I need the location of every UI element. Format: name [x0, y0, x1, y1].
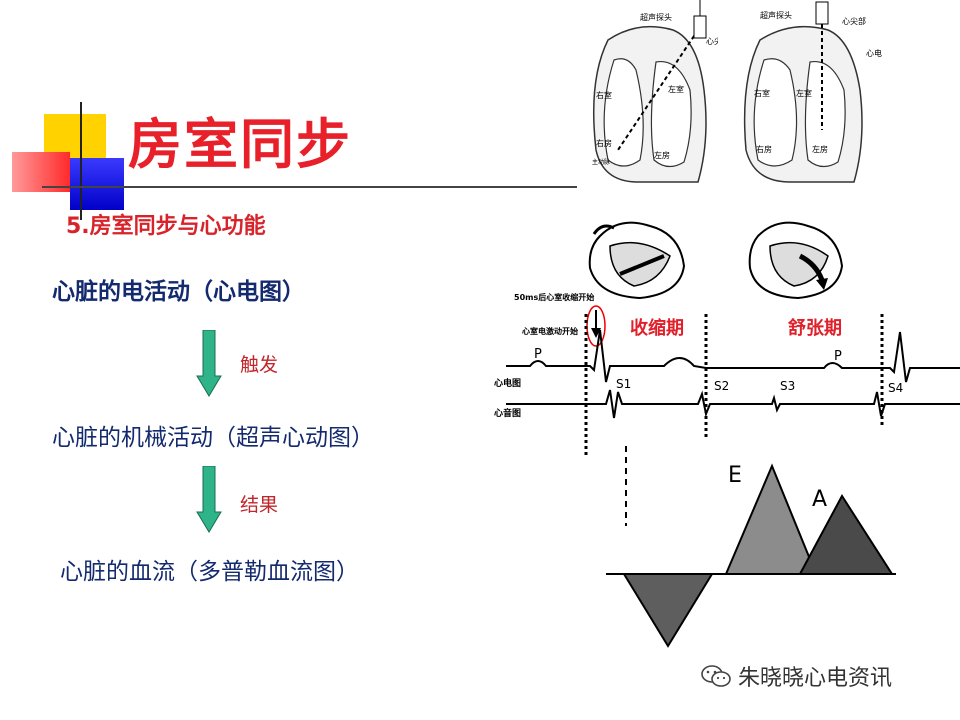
pcg-trace — [506, 389, 960, 419]
label-s1: S1 — [616, 377, 631, 391]
ecg-pcg-panel: 50ms后心室收缩开始 心室电激动开始 收缩期 舒张期 P P S1 S2 S3… — [494, 292, 960, 458]
label-lv: 左室 — [796, 88, 812, 98]
label-ra: 右房 — [756, 144, 772, 154]
doppler-flow-diagram: E A — [606, 446, 896, 648]
label-probe: 超声探头 — [760, 10, 792, 20]
title-underline — [42, 186, 577, 188]
label-lv: 左室 — [668, 84, 684, 94]
arrow-label-trigger: 触发 — [240, 354, 279, 376]
label-p-wave-2: P — [834, 349, 842, 364]
annotation-systole-start: 50ms后心室收缩开始 — [514, 292, 594, 302]
row-label-ecg: 心电图 — [494, 377, 521, 389]
label-ra: 右房 — [596, 138, 612, 148]
down-arrow-icon — [196, 466, 222, 533]
title-deco-vertical-line — [80, 102, 82, 220]
label-diastole: 舒张期 — [788, 317, 842, 339]
wechat-icon — [701, 665, 731, 687]
heart-illustration-systole — [588, 221, 686, 300]
ecg-trace — [506, 329, 960, 383]
label-rv: 右室 — [596, 90, 612, 100]
label-e-wave: E — [728, 463, 742, 488]
watermark: 朱晓晓心电资讯 — [700, 660, 892, 692]
label-systole: 收缩期 — [630, 317, 684, 339]
flow-item-bloodflow: 心脏的血流（多普勒血流图） — [60, 559, 359, 585]
down-arrow-icon — [196, 330, 222, 397]
slide-title: 房室同步 — [128, 113, 352, 176]
title-deco-blue-block — [70, 158, 124, 210]
slide-subtitle: 5.房室同步与心功能 — [66, 214, 266, 239]
label-s2: S2 — [714, 379, 729, 393]
title-deco-red-block — [12, 152, 70, 192]
label-apex: 心尖部 — [706, 36, 718, 46]
row-label-pcg: 心音图 — [494, 407, 521, 419]
label-apex: 心尖部 — [842, 16, 866, 26]
heart-diagram-right: 超声探头 心尖部 心电 右室 左室 右房 左房 — [730, 0, 890, 186]
label-s3: S3 — [780, 379, 795, 393]
annotation-ventricle-activation: 心室电激动开始 — [522, 326, 578, 336]
flow-item-electrical: 心脏的电活动（心电图） — [52, 279, 305, 305]
flow-item-mechanical: 心脏的机械活动（超声心动图） — [52, 425, 374, 451]
label-la: 左房 — [812, 144, 828, 154]
watermark-text: 朱晓晓心电资讯 — [738, 666, 893, 691]
label-la: 左房 — [654, 150, 670, 160]
label-aorta: 主动脉 — [592, 158, 610, 166]
label-p-wave-1: P — [534, 347, 542, 362]
label-rv: 右室 — [754, 88, 770, 98]
arrow-label-result: 结果 — [240, 494, 279, 516]
heart-diagram-left: 超声探头 心尖部 右室 左室 右房 左房 主动脉 — [578, 0, 718, 186]
label-s4: S4 — [888, 381, 903, 395]
heart-illustration-diastole — [748, 221, 844, 300]
label-ecg: 心电 — [866, 48, 882, 58]
label-probe: 超声探头 — [640, 12, 672, 22]
label-a-wave: A — [812, 487, 827, 512]
